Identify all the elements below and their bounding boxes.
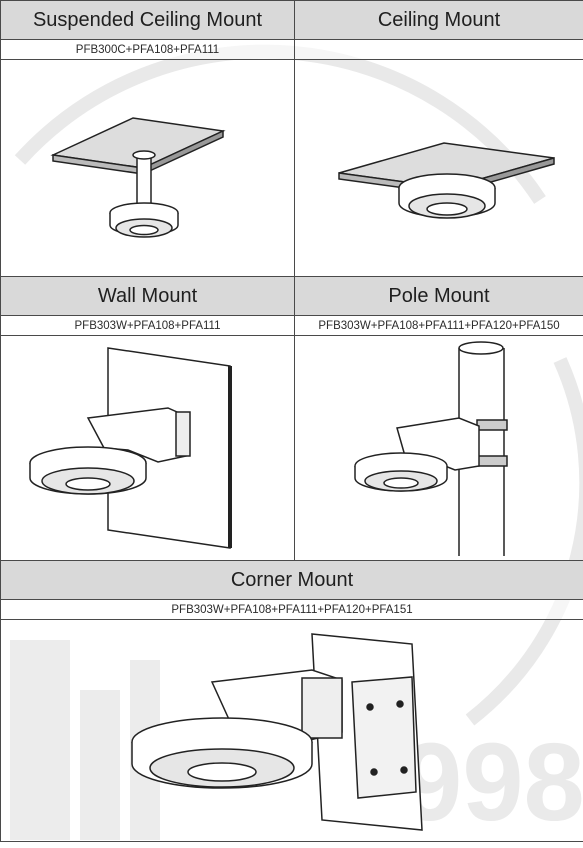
image-wall-mount bbox=[0, 335, 295, 561]
wall-mount-illustration bbox=[28, 347, 232, 549]
corner-mount-illustration bbox=[131, 632, 423, 831]
header-wall-mount: Wall Mount bbox=[0, 276, 295, 316]
image-corner-mount bbox=[0, 619, 583, 842]
suspended-ceiling-mount-illustration bbox=[49, 117, 226, 238]
image-pole-mount bbox=[294, 335, 583, 561]
code-pole-mount: PFB303W+PFA108+PFA111+PFA120+PFA150 bbox=[294, 315, 583, 336]
code-wall-mount: PFB303W+PFA108+PFA111 bbox=[0, 315, 295, 336]
image-suspended-ceiling-mount bbox=[0, 59, 295, 277]
pole-mount-illustration bbox=[354, 341, 508, 556]
ceiling-mount-illustration bbox=[338, 142, 555, 219]
header-pole-mount: Pole Mount bbox=[294, 276, 583, 316]
header-suspended-ceiling-mount: Suspended Ceiling Mount bbox=[0, 0, 295, 40]
header-ceiling-mount: Ceiling Mount bbox=[294, 0, 583, 40]
image-ceiling-mount bbox=[294, 59, 583, 277]
code-corner-mount: PFB303W+PFA108+PFA111+PFA120+PFA151 bbox=[0, 599, 583, 620]
code-suspended-ceiling-mount: PFB300C+PFA108+PFA111 bbox=[0, 39, 295, 60]
header-corner-mount: Corner Mount bbox=[0, 560, 583, 600]
code-ceiling-mount bbox=[294, 39, 583, 60]
